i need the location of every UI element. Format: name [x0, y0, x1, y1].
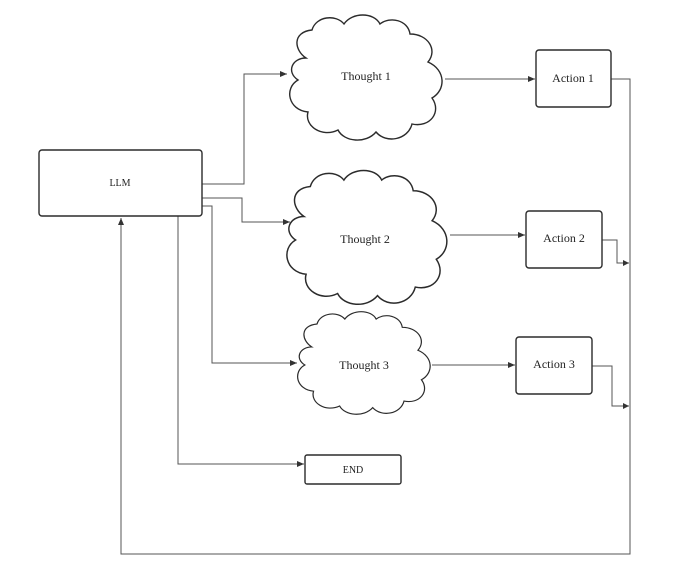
- edge-llm-thought-3-arrowhead: [290, 360, 297, 366]
- edge-action-2-return: [602, 239, 629, 264]
- thought-2-cloud: [286, 169, 448, 305]
- edge-llm-thought-2: [202, 197, 290, 223]
- thought-3-node: [297, 311, 431, 415]
- edge-action-3-return: [592, 365, 629, 407]
- action-3-node: Action 3: [515, 336, 593, 395]
- edge-feedback-loop-arrowhead: [118, 218, 124, 225]
- thought-1-cloud: [289, 14, 443, 141]
- action-1-box: [535, 49, 612, 108]
- edge-thought-1-action-1-arrowhead: [528, 76, 535, 82]
- end-node: END: [304, 454, 402, 485]
- action-3-box: [515, 336, 593, 395]
- action-1-node: Action 1: [535, 49, 612, 108]
- thought-2-label: Thought 2: [340, 232, 390, 246]
- thought-3-cloud: [297, 311, 431, 415]
- edge-llm-thought-1: [202, 73, 287, 185]
- action-2-node: Action 2: [525, 210, 603, 269]
- edge-llm-end: [177, 216, 304, 465]
- connectors: [118, 71, 631, 555]
- edge-llm-thought-3: [202, 205, 297, 364]
- action-3-label: Action 3: [533, 357, 575, 371]
- llm-box: [38, 149, 203, 217]
- action-2-box: [525, 210, 603, 269]
- edge-thought-2-action-2-arrowhead: [518, 232, 525, 238]
- edge-action-2-return-arrowhead: [623, 260, 629, 266]
- edge-feedback-loop: [120, 78, 631, 555]
- thought-3-label: Thought 3: [339, 358, 389, 372]
- llm-label: LLM: [109, 178, 130, 189]
- edge-llm-end-arrowhead: [297, 461, 304, 467]
- thought-1-label: Thought 1: [341, 69, 391, 83]
- end-box: [304, 454, 402, 485]
- edge-llm-thought-1-arrowhead: [280, 71, 287, 77]
- thought-1-node: Thought 1: [289, 14, 443, 141]
- end-label: END: [343, 465, 364, 476]
- action-1-label: Action 1: [552, 71, 594, 85]
- edge-thought-3-action-3-arrowhead: [508, 362, 515, 368]
- edge-llm-thought-2-arrowhead: [283, 219, 290, 225]
- action-2-label: Action 2: [543, 231, 585, 245]
- thought-2-node: [286, 169, 448, 305]
- llm-node: LLM: [38, 149, 203, 217]
- edge-action-3-return-arrowhead: [623, 403, 629, 409]
